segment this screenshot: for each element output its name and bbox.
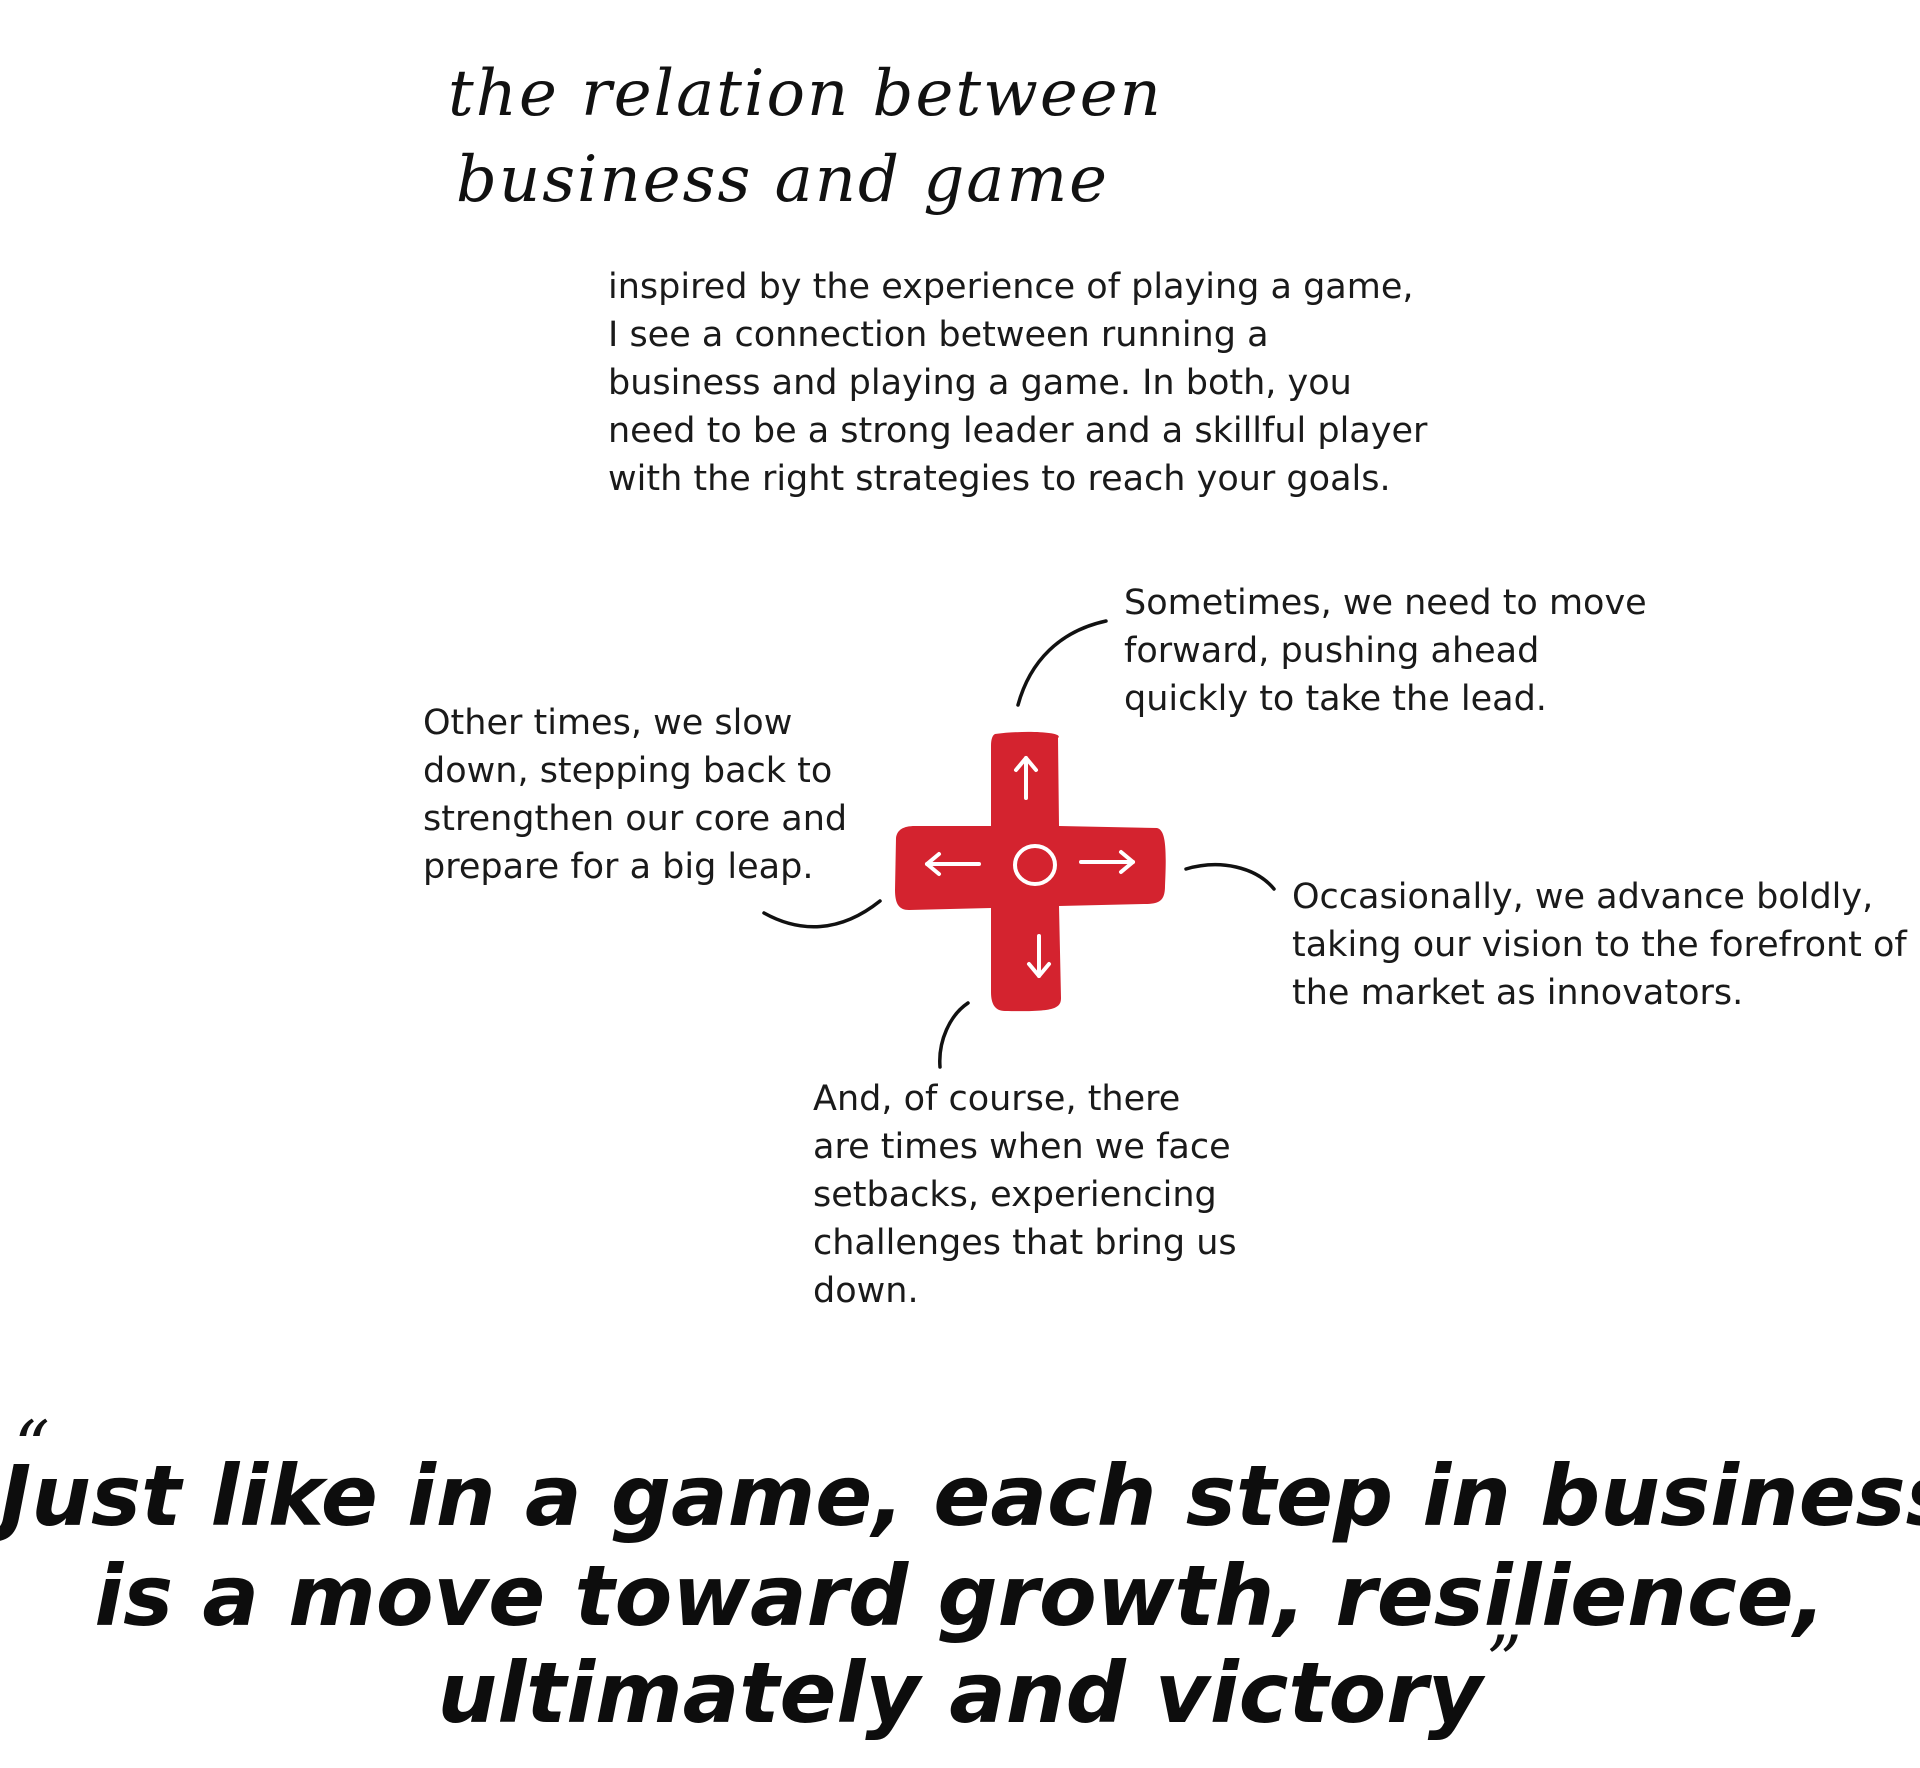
dpad-shape bbox=[895, 732, 1166, 1012]
note-line: challenges that bring us bbox=[813, 1223, 1237, 1264]
note-slow-down: Other times, we slow down, stepping back… bbox=[423, 699, 847, 891]
note-line: down, stepping back to bbox=[423, 751, 833, 792]
intro-line: inspired by the experience of playing a … bbox=[608, 267, 1414, 308]
connector-lines bbox=[762, 619, 1276, 1070]
close-quote-mark: ” bbox=[1486, 1621, 1522, 1704]
connector-up bbox=[1016, 619, 1108, 708]
note-line: forward, pushing ahead bbox=[1124, 631, 1540, 672]
arrow-down-icon bbox=[1027, 934, 1051, 979]
arrow-up-icon bbox=[1014, 756, 1038, 801]
connector-right bbox=[1184, 863, 1276, 892]
arrow-left-icon bbox=[925, 852, 981, 877]
note-line: Other times, we slow bbox=[423, 703, 793, 744]
note-line: And, of course, there bbox=[813, 1079, 1181, 1120]
circle-icon bbox=[1013, 844, 1057, 887]
note-line: Occasionally, we advance boldly, bbox=[1292, 877, 1874, 918]
note-line: are times when we face bbox=[813, 1127, 1231, 1168]
quote-line: Just like in a game, each step in busine… bbox=[0, 1447, 1920, 1546]
open-quote-mark: “ bbox=[14, 1406, 50, 1489]
intro-line: business and playing a game. In both, yo… bbox=[608, 363, 1352, 404]
intro-line: I see a connection between running a bbox=[608, 315, 1269, 356]
quote-line: is a move toward growth, resilience, bbox=[94, 1547, 1826, 1646]
title-line: business and game bbox=[456, 143, 1109, 218]
arrow-right-icon bbox=[1079, 850, 1135, 875]
note-setbacks: And, of course, there are times when we … bbox=[813, 1075, 1237, 1315]
intro-line: need to be a strong leader and a skillfu… bbox=[608, 411, 1428, 452]
note-forward: Sometimes, we need to move forward, push… bbox=[1124, 579, 1647, 723]
note-line: down. bbox=[813, 1271, 919, 1312]
note-line: Sometimes, we need to move bbox=[1124, 583, 1647, 624]
note-advance: Occasionally, we advance boldly, taking … bbox=[1292, 873, 1907, 1017]
quote-line: ultimately and victory bbox=[437, 1644, 1483, 1743]
connector-down bbox=[938, 1001, 970, 1070]
note-line: prepare for a big leap. bbox=[423, 847, 814, 888]
connector-left bbox=[762, 899, 882, 929]
note-line: setbacks, experiencing bbox=[813, 1175, 1217, 1216]
intro-line: with the right strategies to reach your … bbox=[608, 459, 1391, 500]
title-line: the relation between bbox=[448, 57, 1163, 132]
note-line: the market as innovators. bbox=[1292, 973, 1744, 1014]
intro-paragraph: inspired by the experience of playing a … bbox=[608, 263, 1427, 503]
note-line: strengthen our core and bbox=[423, 799, 848, 840]
note-line: quickly to take the lead. bbox=[1124, 679, 1547, 720]
dpad-icon bbox=[895, 732, 1166, 1012]
note-line: taking our vision to the forefront of bbox=[1292, 925, 1907, 966]
